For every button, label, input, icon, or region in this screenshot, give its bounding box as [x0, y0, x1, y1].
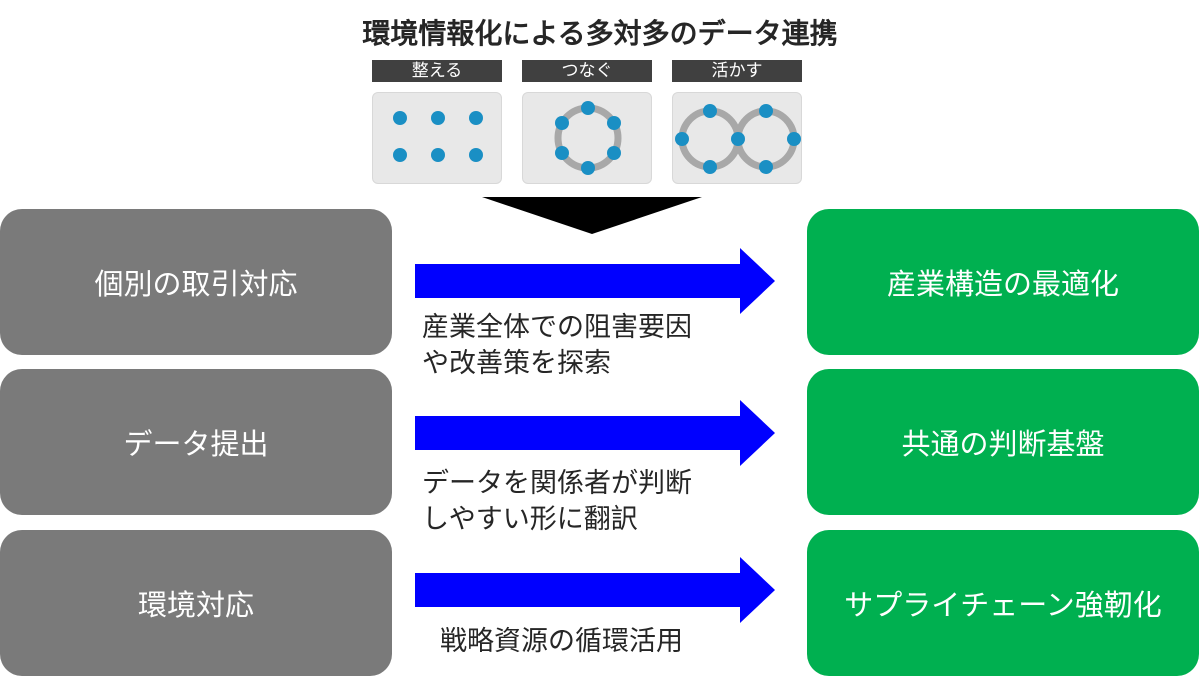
description-line: 産業全体での阻害要因 — [422, 312, 692, 343]
left-box-label: データ提出 — [123, 427, 269, 461]
step-label-connect: つなぐ — [522, 60, 652, 82]
right-box-label: 産業構造の最適化 — [886, 267, 1119, 301]
left-box-label: 個別の取引対応 — [94, 267, 298, 301]
dots-grid-icon — [372, 92, 502, 184]
right-box-label: 共通の判断基盤 — [901, 427, 1105, 461]
left-box-data-submission: データ提出 — [0, 369, 392, 515]
left-box-individual-transactions: 個別の取引対応 — [0, 209, 392, 355]
description-line: や改善策を探索 — [422, 348, 611, 379]
down-arrow-icon — [482, 197, 702, 234]
row-description: データを関係者が判断 しやすい形に翻訳 — [422, 466, 802, 538]
right-box-supply-chain-resilience: サプライチェーン強靭化 — [807, 530, 1199, 676]
description-line: しやすい形に翻訳 — [422, 504, 638, 535]
step-label-organize: 整える — [372, 60, 502, 82]
right-box-industry-optimization: 産業構造の最適化 — [807, 209, 1199, 355]
ring-network-icon — [522, 92, 652, 184]
description-line: データを関係者が判断 — [422, 468, 692, 499]
infinity-network-icon — [672, 92, 802, 184]
step-label-utilize: 活かす — [672, 60, 802, 82]
right-box-common-decision-base: 共通の判断基盤 — [807, 369, 1199, 515]
right-arrow-icon — [415, 400, 775, 466]
right-arrow-icon — [415, 248, 775, 314]
left-box-environmental-response: 環境対応 — [0, 530, 392, 676]
left-box-label: 環境対応 — [137, 588, 254, 622]
right-arrow-icon — [415, 557, 775, 623]
row-description: 戦略資源の循環活用 — [440, 624, 820, 660]
row-description: 産業全体での阻害要因 や改善策を探索 — [422, 310, 802, 382]
right-box-label: サプライチェーン強靭化 — [844, 588, 1162, 622]
diagram-title: 環境情報化による多対多のデータ連携 — [362, 17, 838, 50]
description-line: 戦略資源の循環活用 — [440, 626, 683, 657]
